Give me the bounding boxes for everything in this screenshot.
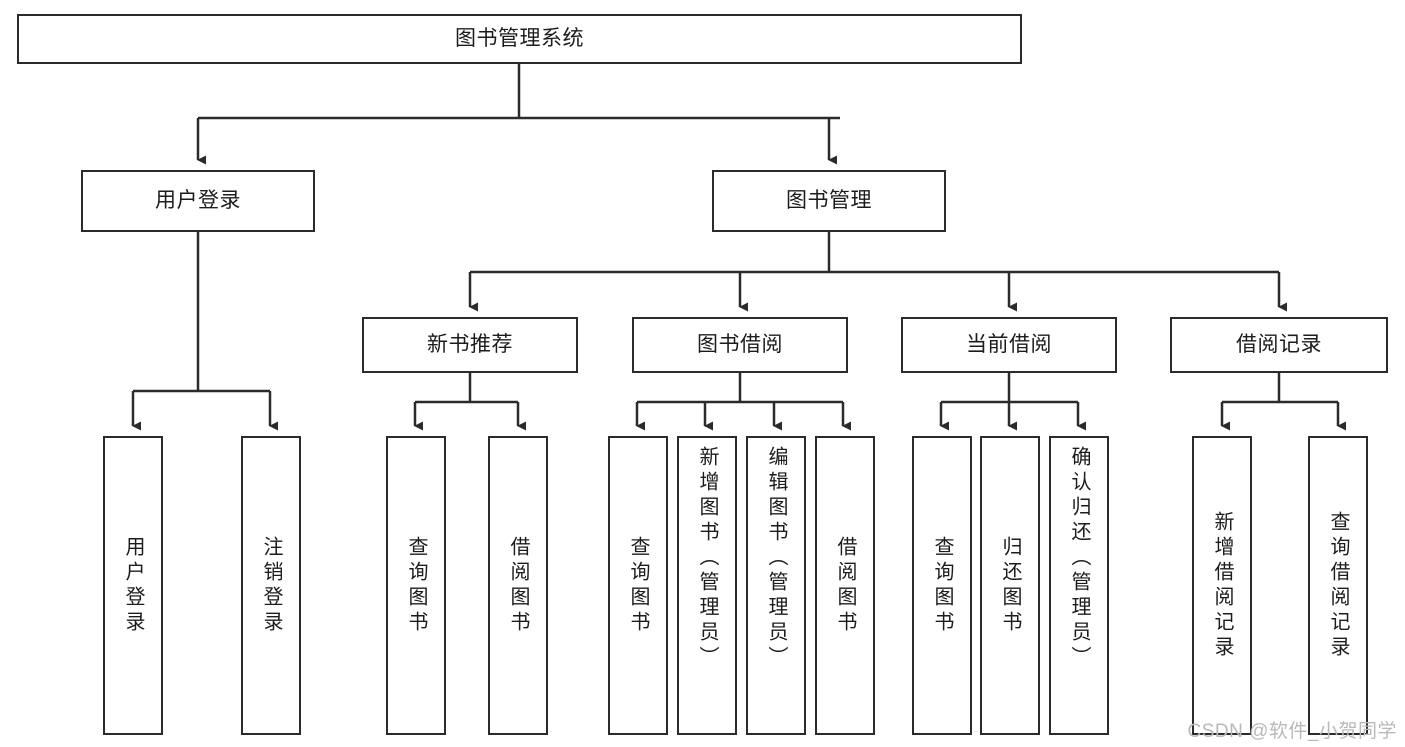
leaf-query-book-borrow[interactable]: 查询图书 xyxy=(608,436,668,735)
leaf-label: 编辑图书（管理员） xyxy=(765,446,787,671)
leaf-borrow-book-recommend[interactable]: 借阅图书 xyxy=(488,436,548,735)
leaf-label: 新增借阅记录 xyxy=(1211,510,1233,661)
connector-booksmgmt-to-level3 xyxy=(468,232,1287,312)
node-label: 借阅记录 xyxy=(1236,333,1322,357)
connector-root-to-level2 xyxy=(196,64,840,165)
connector-bookborrow-to-leaves xyxy=(635,373,851,431)
leaf-query-book-current[interactable]: 查询图书 xyxy=(912,436,972,735)
leaf-label: 查询图书 xyxy=(627,535,649,636)
node-label: 图书管理 xyxy=(786,189,872,213)
leaf-query-book-recommend[interactable]: 查询图书 xyxy=(386,436,446,735)
node-label: 图书管理系统 xyxy=(455,27,584,51)
leaf-label: 确认归还（管理员） xyxy=(1068,446,1090,671)
node-book-borrow[interactable]: 图书借阅 xyxy=(632,317,848,373)
connector-borrowrecord-to-leaves xyxy=(1220,373,1346,431)
node-label: 图书借阅 xyxy=(697,333,783,357)
node-book-management[interactable]: 图书管理 xyxy=(712,170,946,232)
node-borrow-record[interactable]: 借阅记录 xyxy=(1170,317,1388,373)
node-user-login[interactable]: 用户登录 xyxy=(81,170,315,232)
leaf-confirm-return-admin[interactable]: 确认归还（管理员） xyxy=(1049,436,1109,735)
node-label: 当前借阅 xyxy=(966,333,1052,357)
node-new-book-recommend[interactable]: 新书推荐 xyxy=(362,317,578,373)
leaf-label: 注销登录 xyxy=(260,535,282,636)
leaf-user-login[interactable]: 用户登录 xyxy=(103,436,163,735)
leaf-add-borrow-record[interactable]: 新增借阅记录 xyxy=(1192,436,1252,735)
connector-newbook-to-leaves xyxy=(413,373,526,431)
leaf-add-book-admin[interactable]: 新增图书（管理员） xyxy=(677,436,737,735)
leaf-query-borrow-record[interactable]: 查询借阅记录 xyxy=(1308,436,1368,735)
leaf-label: 新增图书（管理员） xyxy=(696,446,718,671)
leaf-label: 借阅图书 xyxy=(507,535,529,636)
node-current-borrow[interactable]: 当前借阅 xyxy=(901,317,1117,373)
leaf-logout[interactable]: 注销登录 xyxy=(241,436,301,735)
leaf-label: 用户登录 xyxy=(122,535,144,636)
leaf-label: 借阅图书 xyxy=(834,535,856,636)
node-label: 新书推荐 xyxy=(427,333,513,357)
connector-userlogin-to-leaves xyxy=(131,232,278,431)
leaf-label: 查询图书 xyxy=(405,535,427,636)
leaf-label: 归还图书 xyxy=(999,535,1021,636)
leaf-label: 查询图书 xyxy=(931,535,953,636)
leaf-borrow-book[interactable]: 借阅图书 xyxy=(815,436,875,735)
node-label: 用户登录 xyxy=(155,189,241,213)
leaf-edit-book-admin[interactable]: 编辑图书（管理员） xyxy=(746,436,806,735)
leaf-return-book[interactable]: 归还图书 xyxy=(980,436,1040,735)
node-root-book-management-system[interactable]: 图书管理系统 xyxy=(17,14,1022,64)
leaf-label: 查询借阅记录 xyxy=(1327,510,1349,661)
connector-currentborrow-to-leaves xyxy=(939,373,1086,431)
